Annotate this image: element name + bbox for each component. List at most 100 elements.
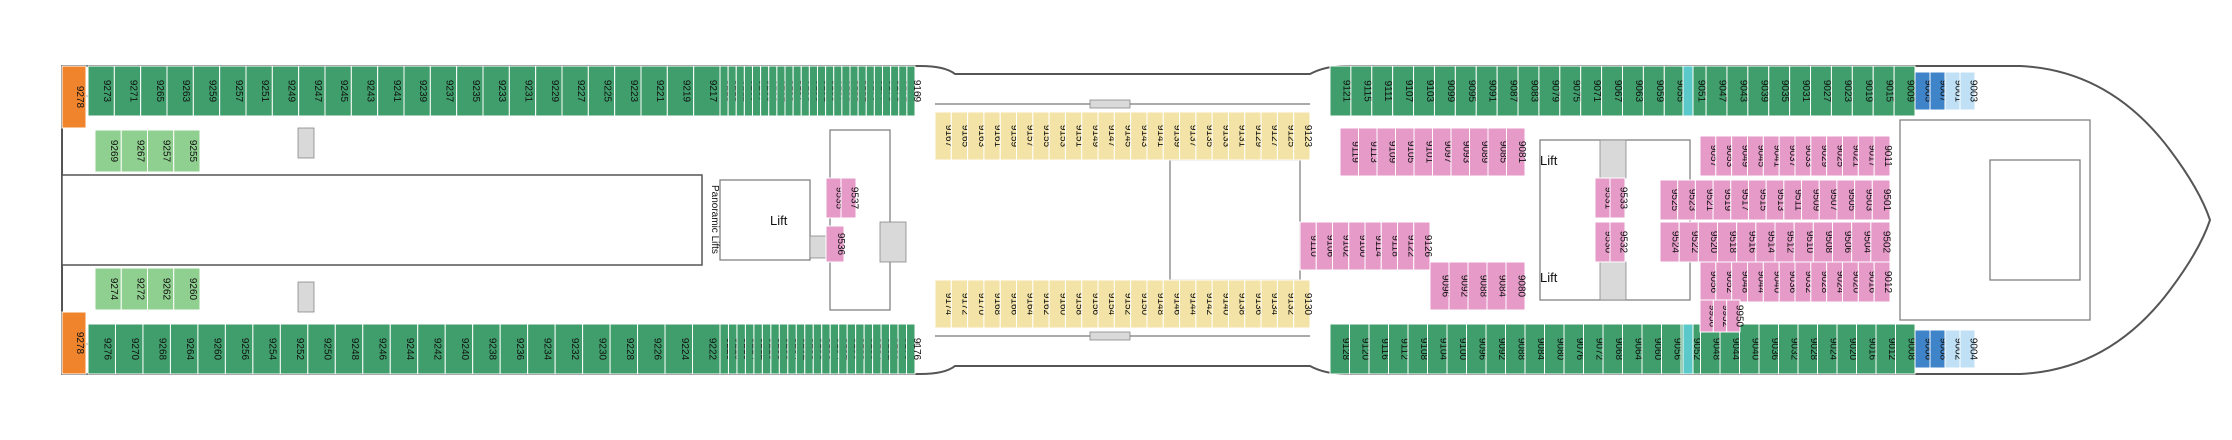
cabin-fwd-bottom-9092[interactable]: 9092 <box>1485 323 1507 375</box>
cabin-fwd-bottom-9036[interactable]: 9036 <box>1758 323 1780 375</box>
cabin-aft-bottom-9232[interactable]: 9232 <box>554 323 584 375</box>
cabin-aft-bottom-9228[interactable]: 9228 <box>609 323 639 375</box>
cabin-fwd-pink-top-b-9021[interactable]: 9021 <box>1842 135 1862 177</box>
cabin-fwd-pink-top-a-9081[interactable]: 9081 <box>1506 127 1527 177</box>
cabin-aft-top-9223[interactable]: 9223 <box>614 65 642 117</box>
cabin-fwd-top-9063[interactable]: 9063 <box>1622 65 1644 117</box>
cabin-fwd-pink-bottom-b-9502[interactable]: 9502 <box>1870 221 1892 263</box>
cabin-fwd-bottom-9120[interactable]: 9120 <box>1349 323 1371 375</box>
cabin-fwd-bottom-9064[interactable]: 9064 <box>1622 323 1644 375</box>
cabin-fwd-pink-bottom-b-9518[interactable]: 9518 <box>1717 221 1739 263</box>
cabin-fwd-pink-mid-b-9519[interactable]: 9519 <box>1712 179 1733 221</box>
cabin-fwd-top-9043[interactable]: 9043 <box>1726 65 1748 117</box>
cabin-aft-inner-bottom-9274[interactable]: 9274 <box>94 267 122 311</box>
cabin-aft-bottom-9238[interactable]: 9238 <box>472 323 501 375</box>
cabin-aft-inner-top-9267[interactable]: 9267 <box>120 129 148 173</box>
cabin-fwd-bottom-9072[interactable]: 9072 <box>1583 323 1605 375</box>
cabin-fwd-top-9083[interactable]: 9083 <box>1517 65 1539 117</box>
cabin-fwd-pink-bottom-a-9114[interactable]: 9114 <box>1364 221 1384 271</box>
cabin-aft-top-9225[interactable]: 9225 <box>587 65 616 117</box>
cabin-fwd-top-9039[interactable]: 9039 <box>1747 65 1769 117</box>
cabin-fwd-top-9091[interactable]: 9091 <box>1475 65 1498 117</box>
cabin-fwd-bl-top-9003[interactable]: 9003 <box>1959 71 1979 111</box>
cabin-fwd-top-9035[interactable]: 9035 <box>1768 65 1790 117</box>
cabin-fwd-pink-bottom-a2-9080[interactable]: 9080 <box>1505 261 1527 311</box>
cabin-aft-bottom-9234[interactable]: 9234 <box>527 323 556 375</box>
cabin-aft-top-9273[interactable]: 9273 <box>87 65 115 117</box>
cabin-fwd-bl-bottom-9004[interactable]: 9004 <box>1959 329 1979 369</box>
cabin-aft-top-9249[interactable]: 9249 <box>271 65 300 117</box>
cabin-fwd-center-bottom-9532[interactable]: 9532 <box>1609 221 1629 263</box>
cabin-fwd-bottom-9032[interactable]: 9032 <box>1778 323 1800 375</box>
cabin-mid-top-9135[interactable]: 9135 <box>1195 111 1215 161</box>
cabin-fwd-top-9071[interactable]: 9071 <box>1580 65 1602 117</box>
cabin-fwd-center-top-9533[interactable]: 9533 <box>1609 177 1629 219</box>
cabin-fwd-pink-bottom-b-9512[interactable]: 9512 <box>1774 221 1796 263</box>
cabin-fwd-bottom-9108[interactable]: 9108 <box>1407 323 1429 375</box>
cabin-mid-bottom-9130[interactable]: 9130 <box>1293 279 1313 329</box>
cabin-aft-top-9243[interactable]: 9243 <box>350 65 379 117</box>
cabin-fwd-pink-mid-b-9501[interactable]: 9501 <box>1871 179 1892 221</box>
cabin-aft-top-9257[interactable]: 9257 <box>219 65 247 117</box>
cabin-aft-bottom-9268[interactable]: 9268 <box>142 323 171 375</box>
cabin-fwd-pink-bottom-b-9506[interactable]: 9506 <box>1832 221 1854 263</box>
cabin-mid-top-9137[interactable]: 9137 <box>1179 111 1199 161</box>
cabin-fwd-bottom-9028[interactable]: 9028 <box>1797 323 1819 375</box>
cabin-fwd-pink-mid-b-9521[interactable]: 9521 <box>1694 179 1715 221</box>
cabin-fwd-pink-bottom-b-9514[interactable]: 9514 <box>1755 221 1777 263</box>
cabin-aft-top-9237[interactable]: 9237 <box>429 65 458 117</box>
cabin-mid-bottom-9150[interactable]: 9150 <box>1130 279 1150 329</box>
cabin-9536[interactable]: 9536 <box>825 225 846 263</box>
cabin-mid-top-9131[interactable]: 9131 <box>1227 111 1248 161</box>
cabin-aft-top-9231[interactable]: 9231 <box>508 65 537 117</box>
cabin-fwd-pink-bottom-a-9122[interactable]: 9122 <box>1397 221 1417 271</box>
cabin-fwd-pink-bottom-b-9516[interactable]: 9516 <box>1736 221 1758 263</box>
cabin-fwd-pink-bottom-b2-9044[interactable]: 9044 <box>1747 261 1767 303</box>
cabin-fwd-top-9075[interactable]: 9075 <box>1559 65 1581 117</box>
cabin-aft-inner-bottom-9272[interactable]: 9272 <box>120 267 148 311</box>
cabin-fwd-bottom-9104[interactable]: 9104 <box>1427 323 1449 375</box>
cabin-fwd-pink-mid-b-9513[interactable]: 9513 <box>1765 179 1786 221</box>
cabin-fwd-bottom-9096[interactable]: 9096 <box>1466 323 1488 375</box>
teal-accent-bottom[interactable] <box>1682 323 1694 375</box>
cabin-fwd-top-9059[interactable]: 9059 <box>1642 65 1665 117</box>
cabin-mid-top-9153[interactable]: 9153 <box>1048 111 1068 161</box>
cabin-fwd-pink-bottom-b3-9950[interactable]: 9950 <box>1726 299 1745 333</box>
cabin-aft-inner-top-9255[interactable]: 9255 <box>173 129 201 173</box>
cabin-aft-bottom-9270[interactable]: 9270 <box>114 323 144 375</box>
cabin-fwd-bottom-9068[interactable]: 9068 <box>1602 323 1624 375</box>
cabin-fwd-pink-top-b-9041[interactable]: 9041 <box>1762 135 1782 177</box>
cabin-fwd-pink-top-a-9093[interactable]: 9093 <box>1450 127 1471 177</box>
cabin-aft-top-9227[interactable]: 9227 <box>561 65 589 117</box>
cabin-fwd-pink-bottom-a2-9096[interactable]: 9096 <box>1429 261 1451 311</box>
cabin-aft-top-9219[interactable]: 9219 <box>666 65 695 117</box>
cabin-aft-bottom-9246[interactable]: 9246 <box>362 323 391 375</box>
cabin-aft-bottom-9264[interactable]: 9264 <box>169 323 199 375</box>
cabin-fwd-pink-mid-b-9507[interactable]: 9507 <box>1818 179 1839 221</box>
cabin-fwd-pink-mid-b-9511[interactable]: 9511 <box>1783 179 1804 221</box>
cabin-aft-bottom-9254[interactable]: 9254 <box>252 323 281 375</box>
cabin-aft-top-9241[interactable]: 9241 <box>377 65 405 117</box>
cabin-aft-top-9271[interactable]: 9271 <box>113 65 142 117</box>
cabin-aft-inner-bottom-9260[interactable]: 9260 <box>173 267 201 311</box>
cabin-aft-bottom-9260[interactable]: 9260 <box>197 323 226 375</box>
cabin-aft-bottom-9276[interactable]: 9276 <box>87 323 116 375</box>
cabin-fwd-bottom-9008[interactable]: 9008 <box>1895 323 1917 375</box>
cabin-fwd-pink-top-a-9101[interactable]: 9101 <box>1413 127 1434 177</box>
cabin-mid-top-9151[interactable]: 9151 <box>1064 111 1085 161</box>
cabin-fwd-pink-bottom-b-9508[interactable]: 9508 <box>1812 221 1834 263</box>
cabin-fwd-pink-bottom-a2-9084[interactable]: 9084 <box>1486 261 1508 311</box>
cabin-aft-bottom-9252[interactable]: 9252 <box>279 323 309 375</box>
cabin-aft-top-9229[interactable]: 9229 <box>535 65 563 117</box>
cabin-fwd-pink-mid-b-9509[interactable]: 9509 <box>1801 179 1822 221</box>
cabin-fwd-bottom-9040[interactable]: 9040 <box>1739 323 1761 375</box>
cabin-fwd-top-9111[interactable]: 9111 <box>1371 65 1393 117</box>
cabin-fwd-pink-bottom-a2-9088[interactable]: 9088 <box>1467 261 1489 311</box>
cabin-fwd-top-9079[interactable]: 9079 <box>1538 65 1560 117</box>
cabin-aft-inner-top-9257[interactable]: 9257 <box>147 129 175 173</box>
cabin-aft-top-9251[interactable]: 9251 <box>245 65 273 117</box>
cabin-fwd-top-9023[interactable]: 9023 <box>1830 65 1853 117</box>
cabin-fwd-pink-top-b-9057[interactable]: 9057 <box>1699 135 1719 177</box>
cabin-aft-top-9235[interactable]: 9235 <box>456 65 484 117</box>
cabin-9278-top[interactable]: 9278 <box>61 65 87 129</box>
